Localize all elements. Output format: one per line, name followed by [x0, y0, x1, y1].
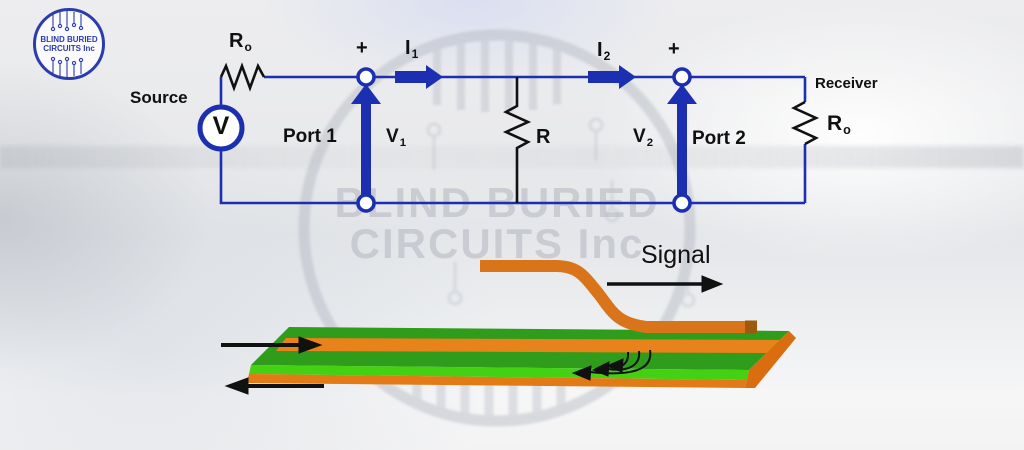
logo-circuit-pattern — [50, 11, 84, 77]
current2-sub: 2 — [603, 48, 611, 63]
port2-bottom-terminal — [672, 193, 692, 213]
shunt-resistor-label: R — [536, 126, 551, 148]
circuit-wires — [219, 75, 807, 205]
input-current-arrow-head — [298, 336, 323, 354]
shunt-resistor-symbol — [502, 77, 532, 203]
receiver-resistor-sub: o — [843, 123, 851, 138]
logo-text-line2: CIRCUITS Inc — [43, 44, 95, 53]
signal-direction-arrow-head — [701, 275, 724, 293]
watermark-text-line2: CIRCUITS Inc — [349, 220, 645, 267]
pcb-ground-plane-edge — [247, 374, 747, 388]
current1-base: I — [405, 37, 411, 59]
port1-bottom-terminal — [356, 193, 376, 213]
return-arc-head-1 — [571, 365, 592, 381]
logo-text-line1: BLIND BURIED — [40, 35, 98, 44]
port1-voltage-arrow — [351, 84, 381, 196]
port1-plus-sign: + — [356, 37, 368, 59]
company-logo: BLIND BURIED CIRCUITS Inc — [33, 8, 105, 80]
resistors — [219, 62, 820, 203]
port2-label: Port 2 — [692, 128, 746, 149]
voltage1-sub: 1 — [399, 136, 407, 149]
receiver-resistor-symbol — [790, 100, 820, 146]
pcb-current-arrows — [221, 275, 724, 395]
signal-label: Signal — [641, 241, 711, 269]
port2-voltage-arrow — [667, 84, 697, 196]
current2-base: I — [597, 39, 603, 61]
current1-label: I1 — [405, 37, 418, 61]
circuit-nodes — [197, 67, 692, 213]
voltage2-base: V — [633, 126, 646, 147]
return-arc-head-3 — [605, 358, 624, 373]
voltage2-label: V2 — [633, 126, 653, 149]
port1-label: Port 1 — [283, 126, 337, 147]
receiver-resistor-label: Ro — [827, 112, 851, 137]
source-resistor-symbol — [219, 62, 266, 92]
port1-top-terminal — [356, 67, 376, 87]
voltage1-base: V — [386, 126, 399, 147]
pcb-right-edge — [745, 331, 796, 388]
watermark-ribs-top — [433, 36, 561, 112]
port-and-current-arrows — [351, 65, 697, 196]
source-resistor-label: Ro — [229, 30, 252, 54]
current2-label: I2 — [597, 39, 610, 63]
current2-arrow — [588, 65, 636, 89]
signal-wire-curve — [480, 260, 748, 333]
source-label: Source — [130, 88, 188, 107]
return-arc-head-2 — [591, 361, 610, 377]
port2-top-terminal — [672, 67, 692, 87]
current1-sub: 1 — [411, 46, 419, 61]
watermark-ring — [298, 29, 696, 427]
return-current-arrow-head — [224, 377, 249, 395]
source-resistor-base: R — [229, 30, 244, 52]
receiver-label: Receiver — [815, 75, 878, 92]
watermark-trace-dots — [426, 117, 696, 308]
voltage2-sub: 2 — [646, 136, 654, 149]
voltage-source-circle — [197, 104, 245, 152]
voltage1-label: V1 — [386, 126, 406, 149]
pcb-top-trace-stripe — [276, 338, 786, 353]
receiver-resistor-base: R — [827, 112, 843, 135]
background-blur-band — [0, 146, 1024, 168]
source-resistor-sub: o — [244, 39, 252, 54]
port2-plus-sign: + — [668, 38, 680, 60]
voltage-source-symbol: V — [212, 112, 230, 140]
current1-arrow — [395, 65, 443, 89]
